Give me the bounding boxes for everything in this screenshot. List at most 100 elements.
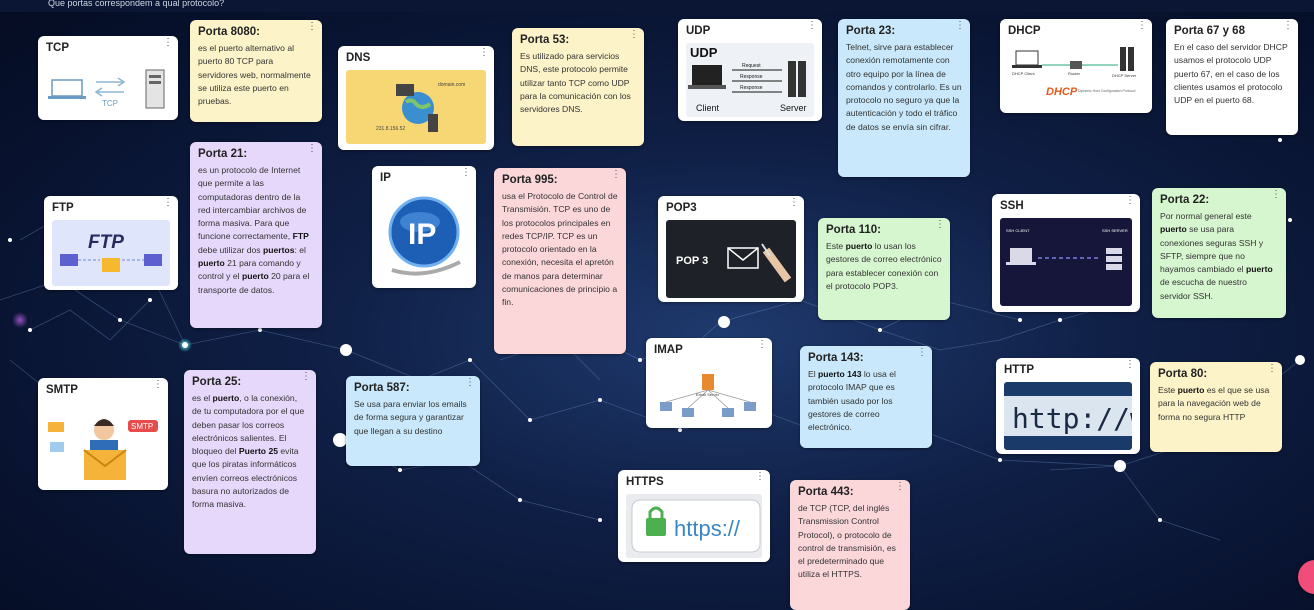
card-ip[interactable]: ⋮ IP IP bbox=[372, 166, 476, 288]
https-lock-illustration: https:// bbox=[626, 494, 762, 558]
card-menu-icon[interactable]: ⋮ bbox=[1267, 363, 1277, 374]
card-pop3[interactable]: ⋮ POP3 POP 3 bbox=[658, 196, 804, 302]
card-menu-icon[interactable]: ⋮ bbox=[461, 167, 471, 178]
card-body: Este puerto es el que se usa para la nav… bbox=[1158, 385, 1270, 422]
card-title: TCP bbox=[46, 42, 69, 54]
card-title: UDP bbox=[686, 25, 711, 37]
card-menu-icon[interactable]: ⋮ bbox=[1137, 20, 1147, 31]
card-imap[interactable]: ⋮ IMAP Email Server bbox=[646, 338, 772, 428]
imap-illustration: Email Server bbox=[654, 362, 764, 424]
card-menu-icon[interactable]: ⋮ bbox=[935, 219, 945, 230]
card-menu-icon[interactable]: ⋮ bbox=[301, 371, 311, 382]
card-menu-icon[interactable]: ⋮ bbox=[153, 379, 163, 390]
card-title: DHCP bbox=[1008, 25, 1041, 37]
card-body: Telnet, sirve para establecer conexión r… bbox=[846, 42, 962, 132]
udp-img-response-1: Response bbox=[740, 74, 763, 80]
card-menu-icon[interactable]: ⋮ bbox=[629, 29, 639, 40]
card-body: es el puerto, o la conexión, de tu compu… bbox=[192, 393, 305, 510]
card-title: Porta 143: bbox=[808, 352, 864, 364]
card-smtp[interactable]: ⋮ SMTP SMTP bbox=[38, 378, 168, 490]
card-porta-80[interactable]: ⋮ Porta 80: Este puerto es el que se usa… bbox=[1150, 362, 1282, 452]
card-menu-icon[interactable]: ⋮ bbox=[755, 471, 765, 482]
card-title: Porta 25: bbox=[192, 376, 242, 388]
dhcp-img-client: DHCP Client bbox=[1012, 71, 1035, 76]
add-post-button[interactable] bbox=[1298, 560, 1314, 594]
card-title: Porta 67 y 68 bbox=[1174, 25, 1245, 37]
dhcp-img-server: DHCP Server bbox=[1112, 73, 1137, 78]
card-porta-67-68[interactable]: ⋮ Porta 67 y 68 En el caso del servidor … bbox=[1166, 19, 1298, 135]
card-menu-icon[interactable]: ⋮ bbox=[807, 20, 817, 31]
card-body: Se usa para enviar los emails de forma s… bbox=[354, 399, 467, 436]
card-title: Porta 995: bbox=[502, 174, 558, 186]
udp-img-client: Client bbox=[696, 103, 720, 113]
card-menu-icon[interactable]: ⋮ bbox=[611, 169, 621, 180]
card-title: HTTP bbox=[1004, 364, 1035, 376]
card-porta-587[interactable]: ⋮ Porta 587: Se usa para enviar los emai… bbox=[346, 376, 480, 466]
card-udp[interactable]: ⋮ UDP UDP Request Response Response Clie… bbox=[678, 19, 822, 121]
ftp-illustration: FTP bbox=[52, 220, 170, 286]
card-porta-25[interactable]: ⋮ Porta 25: es el puerto, o la conexión,… bbox=[184, 370, 316, 554]
card-menu-icon[interactable]: ⋮ bbox=[163, 197, 173, 208]
http-img-label: http://w bbox=[1012, 402, 1132, 435]
card-menu-icon[interactable]: ⋮ bbox=[895, 481, 905, 492]
ssh-img-server: SSH SERVER bbox=[1102, 228, 1128, 233]
http-address-illustration: http://w bbox=[1004, 382, 1132, 450]
udp-illustration: UDP Request Response Response Client Ser… bbox=[686, 43, 814, 117]
card-body: Por normal general este puerto se usa pa… bbox=[1160, 211, 1273, 301]
card-porta-53[interactable]: ⋮ Porta 53: Es utilizado para servicios … bbox=[512, 28, 644, 146]
ip-img-label: IP bbox=[408, 218, 436, 251]
udp-img-response-2: Response bbox=[740, 85, 763, 91]
card-porta-995[interactable]: ⋮ Porta 995: usa el Protocolo de Control… bbox=[494, 168, 626, 354]
card-body: Es utilizado para servicios DNS, este pr… bbox=[520, 51, 631, 115]
card-ssh[interactable]: ⋮ SSH SSH CLIENT SSH SERVER bbox=[992, 194, 1140, 312]
pop3-illustration: POP 3 bbox=[666, 220, 796, 298]
card-tcp[interactable]: ⋮ TCP TCP bbox=[38, 36, 178, 120]
dns-img-ip: 231.8.156.52 bbox=[376, 126, 405, 132]
card-porta-22[interactable]: ⋮ Porta 22: Por normal general este puer… bbox=[1152, 188, 1286, 318]
card-https[interactable]: ⋮ HTTPS https:// bbox=[618, 470, 770, 562]
ssh-img-client: SSH CLIENT bbox=[1006, 228, 1030, 233]
card-menu-icon[interactable]: ⋮ bbox=[1125, 195, 1135, 206]
card-ftp[interactable]: ⋮ FTP FTP bbox=[44, 196, 178, 290]
card-dhcp[interactable]: ⋮ DHCP DHCP Client Router DHCP Server DH… bbox=[1000, 19, 1152, 113]
pop3-img-label: POP 3 bbox=[676, 255, 708, 267]
dhcp-illustration: DHCP Client Router DHCP Server DHCP Dyna… bbox=[1008, 43, 1144, 107]
ssh-illustration: SSH CLIENT SSH SERVER bbox=[1000, 218, 1132, 306]
card-title: Porta 23: bbox=[846, 25, 896, 37]
card-porta-23[interactable]: ⋮ Porta 23: Telnet, sirve para establece… bbox=[838, 19, 970, 177]
ip-globe-illustration: IP bbox=[380, 190, 468, 282]
card-dns[interactable]: ⋮ DNS domain.com 231.8.156.52 bbox=[338, 46, 494, 150]
card-menu-icon[interactable]: ⋮ bbox=[1125, 359, 1135, 370]
card-menu-icon[interactable]: ⋮ bbox=[1271, 189, 1281, 200]
card-menu-icon[interactable]: ⋮ bbox=[757, 339, 767, 350]
card-porta-110[interactable]: ⋮ Porta 110: Este puerto lo usan los ges… bbox=[818, 218, 950, 320]
card-menu-icon[interactable]: ⋮ bbox=[465, 377, 475, 388]
card-title: Porta 587: bbox=[354, 382, 410, 394]
board-question: Que portas correspondem a qual protocolo… bbox=[48, 0, 225, 8]
imap-img-label: Email Server bbox=[696, 392, 720, 397]
card-http[interactable]: ⋮ HTTP http://w bbox=[996, 358, 1140, 454]
card-body: de TCP (TCP, del inglés Transmission Con… bbox=[798, 503, 896, 580]
card-porta-443[interactable]: ⋮ Porta 443: de TCP (TCP, del inglés Tra… bbox=[790, 480, 910, 610]
card-porta-8080[interactable]: ⋮ Porta 8080: es el puerto alternativo a… bbox=[190, 20, 322, 122]
card-title: POP3 bbox=[666, 202, 697, 214]
card-menu-icon[interactable]: ⋮ bbox=[955, 20, 965, 31]
card-menu-icon[interactable]: ⋮ bbox=[163, 37, 173, 48]
card-title: SMTP bbox=[46, 384, 78, 396]
board-header bbox=[0, 0, 1314, 12]
card-menu-icon[interactable]: ⋮ bbox=[1283, 20, 1293, 31]
card-title: IMAP bbox=[654, 344, 683, 356]
card-porta-143[interactable]: ⋮ Porta 143: El puerto 143 lo usa el pro… bbox=[800, 346, 932, 448]
card-menu-icon[interactable]: ⋮ bbox=[307, 143, 317, 154]
smtp-illustration: SMTP bbox=[46, 402, 160, 486]
card-menu-icon[interactable]: ⋮ bbox=[307, 21, 317, 32]
card-menu-icon[interactable]: ⋮ bbox=[789, 197, 799, 208]
card-menu-icon[interactable]: ⋮ bbox=[479, 47, 489, 58]
card-porta-21[interactable]: ⋮ Porta 21: es un protocolo de Internet … bbox=[190, 142, 322, 328]
card-menu-icon[interactable]: ⋮ bbox=[917, 347, 927, 358]
card-title: Porta 21: bbox=[198, 148, 248, 160]
card-body: El puerto 143 lo usa el protocolo IMAP q… bbox=[808, 369, 896, 433]
dhcp-img-logo: DHCP bbox=[1046, 86, 1078, 98]
card-body: Este puerto lo usan los gestores de corr… bbox=[826, 241, 942, 291]
tcp-illustration: TCP bbox=[46, 60, 170, 114]
